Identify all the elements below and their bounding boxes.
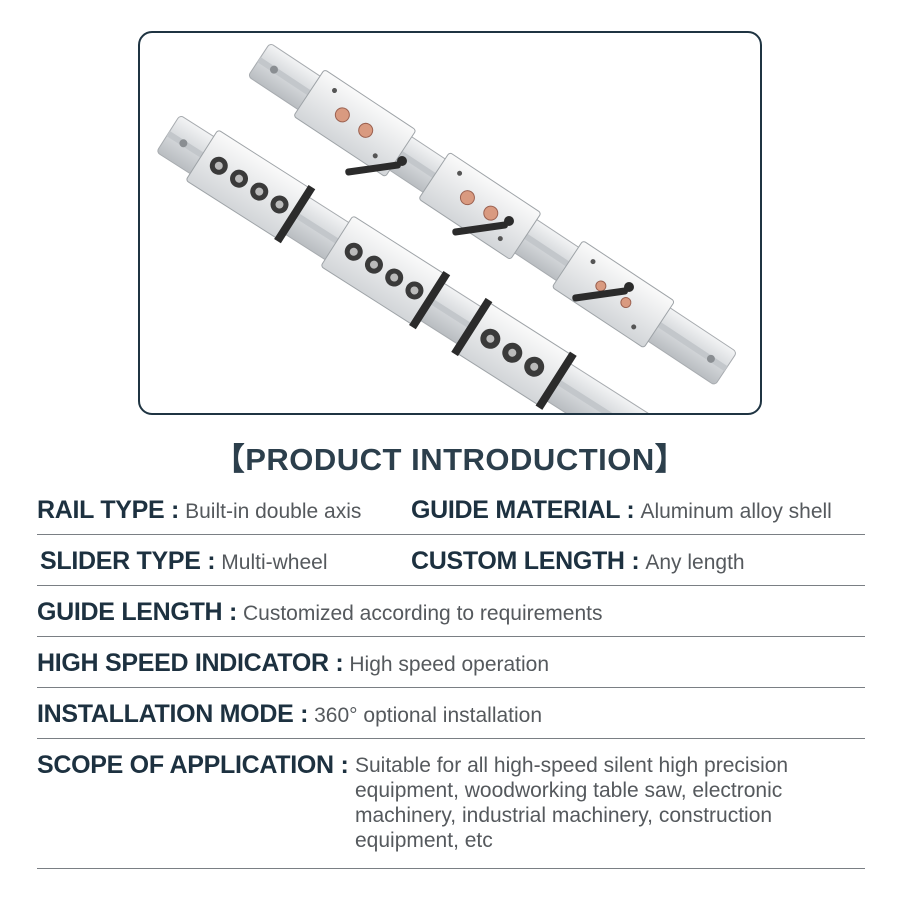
spec-value: Built-in double axis [185, 500, 362, 523]
spec-row: SLIDER TYPE :Multi-wheel CUSTOM LENGTH :… [37, 535, 865, 586]
slider-block [419, 152, 541, 259]
spec-custom-length: CUSTOM LENGTH :Any length [411, 547, 745, 576]
lock-handle [345, 156, 407, 176]
linear-rail-illustration [157, 44, 736, 413]
wheel-slider [451, 297, 577, 410]
spec-value: High speed operation [349, 653, 550, 676]
section-title: 【PRODUCT INTRODUCTION】 [213, 442, 687, 477]
spec-label: SCOPE OF APPLICATION : [37, 751, 349, 779]
spec-table: RAIL TYPE :Built-in double axis GUIDE MA… [37, 484, 865, 869]
spec-value: Customized according to requirements [242, 602, 603, 625]
spec-scope-value: Suitable for all high-speed silent high … [355, 754, 789, 852]
spec-label: GUIDE MATERIAL : [411, 496, 635, 524]
wheel-slider [186, 130, 316, 244]
spec-row: INSTALLATION MODE :360° optional install… [37, 688, 865, 739]
spec-row: RAIL TYPE :Built-in double axis GUIDE MA… [37, 484, 865, 535]
spec-label: INSTALLATION MODE : [37, 700, 309, 728]
spec-row: HIGH SPEED INDICATOR :High speed operati… [37, 637, 865, 688]
lock-handle [572, 282, 634, 302]
spec-label: RAIL TYPE : [37, 496, 180, 524]
spec-scope: SCOPE OF APPLICATION : [37, 751, 349, 780]
product-photo [138, 31, 762, 415]
lower-rail [157, 116, 652, 413]
spec-value: Aluminum alloy shell [640, 500, 832, 523]
spec-rail-type: RAIL TYPE :Built-in double axis [37, 496, 361, 525]
spec-guide-length: GUIDE LENGTH :Customized according to re… [37, 598, 602, 627]
spec-row: SCOPE OF APPLICATION : Suitable for all … [37, 739, 865, 869]
spec-label: SLIDER TYPE : [40, 547, 216, 575]
spec-guide-material: GUIDE MATERIAL :Aluminum alloy shell [411, 496, 832, 525]
wheel-slider [321, 216, 451, 330]
slider-block [294, 70, 416, 177]
spec-high-speed: HIGH SPEED INDICATOR :High speed operati… [37, 649, 549, 678]
spec-value: Multi-wheel [221, 551, 328, 574]
lock-handle [452, 216, 514, 236]
spec-label: GUIDE LENGTH : [37, 598, 237, 626]
spec-installation: INSTALLATION MODE :360° optional install… [37, 700, 542, 729]
spec-row: GUIDE LENGTH :Customized according to re… [37, 586, 865, 637]
spec-slider-type: SLIDER TYPE :Multi-wheel [40, 547, 328, 576]
spec-label: CUSTOM LENGTH : [411, 547, 640, 575]
spec-value: 360° optional installation [314, 704, 543, 727]
spec-value: Any length [645, 551, 745, 574]
spec-label: HIGH SPEED INDICATOR : [37, 649, 344, 677]
